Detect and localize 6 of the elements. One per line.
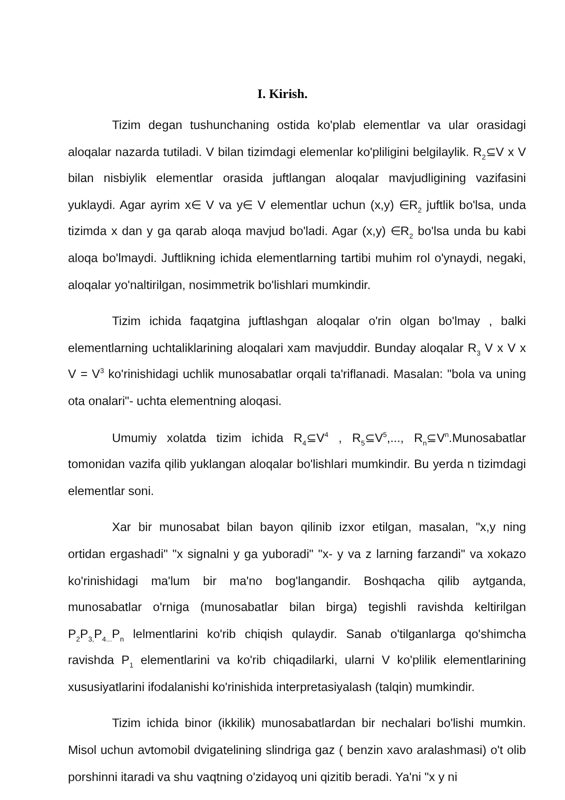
paragraph: Tizim ichida faqatgina juftlashgan aloqalar o'rin olgan bo'lmay , balki elementlarning uchtaliklarining aloqalari xam mavjuddir. Bunday aloqalar R$_{3}$ V x V x V = V$^{3}$ ko'rinishidagi uchlik munosabatlar orqali ta'riflanadi. Masalan: "bola va uning ota onalari"- uchta elementning aloqasi. bbox=[68, 313, 526, 410]
paragraph: Umumiy xolatda tizim ichida R$_{4}$⊆V$^{4}$ , R$_{5}$⊆V$^{5}$,..., R$_{n}$⊆V$^{n}$.Munosabatlar tomonidan vazifa qilib yuklangan aloqalar bo'lishlari mumkindir. Bu yerda n tizimdagi elementlar soni. bbox=[68, 430, 526, 500]
paragraph: Tizim degan tushunchaning ostida ko'plab elementlar va ular orasidagi aloqalar nazarda tutiladi. V bilan tizimdagi elemenlar ko'pliligini belgilaylik. R$_{2}$⊆V x V bilan nisbiylik elementlar orasida juftlangan aloqalar mavjudligining vazifasini yuklaydi. Agar ayrim x∈ V va y∈ V elementlar uchun (x,y) ∈R$_{2}$ juftlik bo'lsa, unda tizimda x dan y ga qarab aloqa mavjud bo'ladi. Agar (x,y) ∈R$_{2}$ bo'lsa unda bu kabi aloqa bo'lmaydi. Juftlikning ichida elementlarning tartibi muhim rol o'ynaydi, negaki, aloqalar yo'naltirilgan, nosimmetrik bo'lishlari mumkindir. bbox=[68, 117, 526, 294]
paragraph: Tizim ichida binor (ikkilik) munosabatlardan bir nechalari bo'lishi mumkin. Misol uchun avtomobil dvigatelining slindriga gaz ( benzin xavo aralashmasi) o't olib porshinni itaradi va shu vaqtning o'zidayoq uni qizitib beradi. Ya'ni "x y ni bbox=[68, 715, 526, 786]
paragraph: Xar bir munosabat bilan bayon qilinib izxor etilgan, masalan, "x,y ning ortidan ergashadi" "x signalni y ga yuboradi" "x- y va z larning farzandi" va xokazo ko'rinishidagi ma'lum bir ma'no bog'langandir. Boshqacha qilib aytganda, munosabatlar o'rniga (munosabatlar bilan birga) tegishli ravishda keltirilgan P$_{2}$P$_{3,}$P$_{4...}$P$_{n}$ lelmentlarini ko'rib chiqish qulaydir. Sanab o'tilganlarga qo'shimcha ravishda P$_{1}$ elementlarini va ko'rib chiqadilarki, ularni V ko'plilik elementlarining xususiyatlarini ifodalanishi ko'rinishida interpretasiyalash (talqin) mumkindir. bbox=[68, 519, 526, 696]
section-heading: I. Kirish. bbox=[256, 86, 309, 102]
